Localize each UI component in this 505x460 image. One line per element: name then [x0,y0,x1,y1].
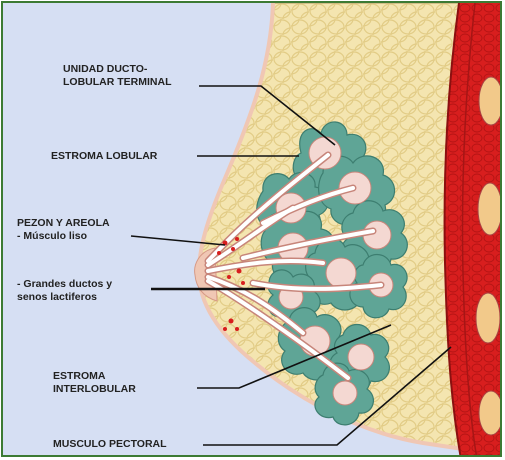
label-grandes-ductos: - Grandes ductos y senos lactiferos [17,278,112,304]
rib [476,293,500,343]
label-unidad-ducto-lobular: UNIDAD DUCTO- LOBULAR TERMINAL [63,63,172,89]
label-musculo-pectoral: MUSCULO PECTORAL [53,438,167,451]
rib [478,183,502,235]
label-estroma-interlobular: ESTROMA INTERLOBULAR [53,370,136,396]
rib [479,391,502,435]
rib [479,77,502,125]
label-pezon-areola: PEZON Y AREOLA - Músculo liso [17,217,110,243]
label-estroma-lobular: ESTROMA LOBULAR [51,150,157,163]
